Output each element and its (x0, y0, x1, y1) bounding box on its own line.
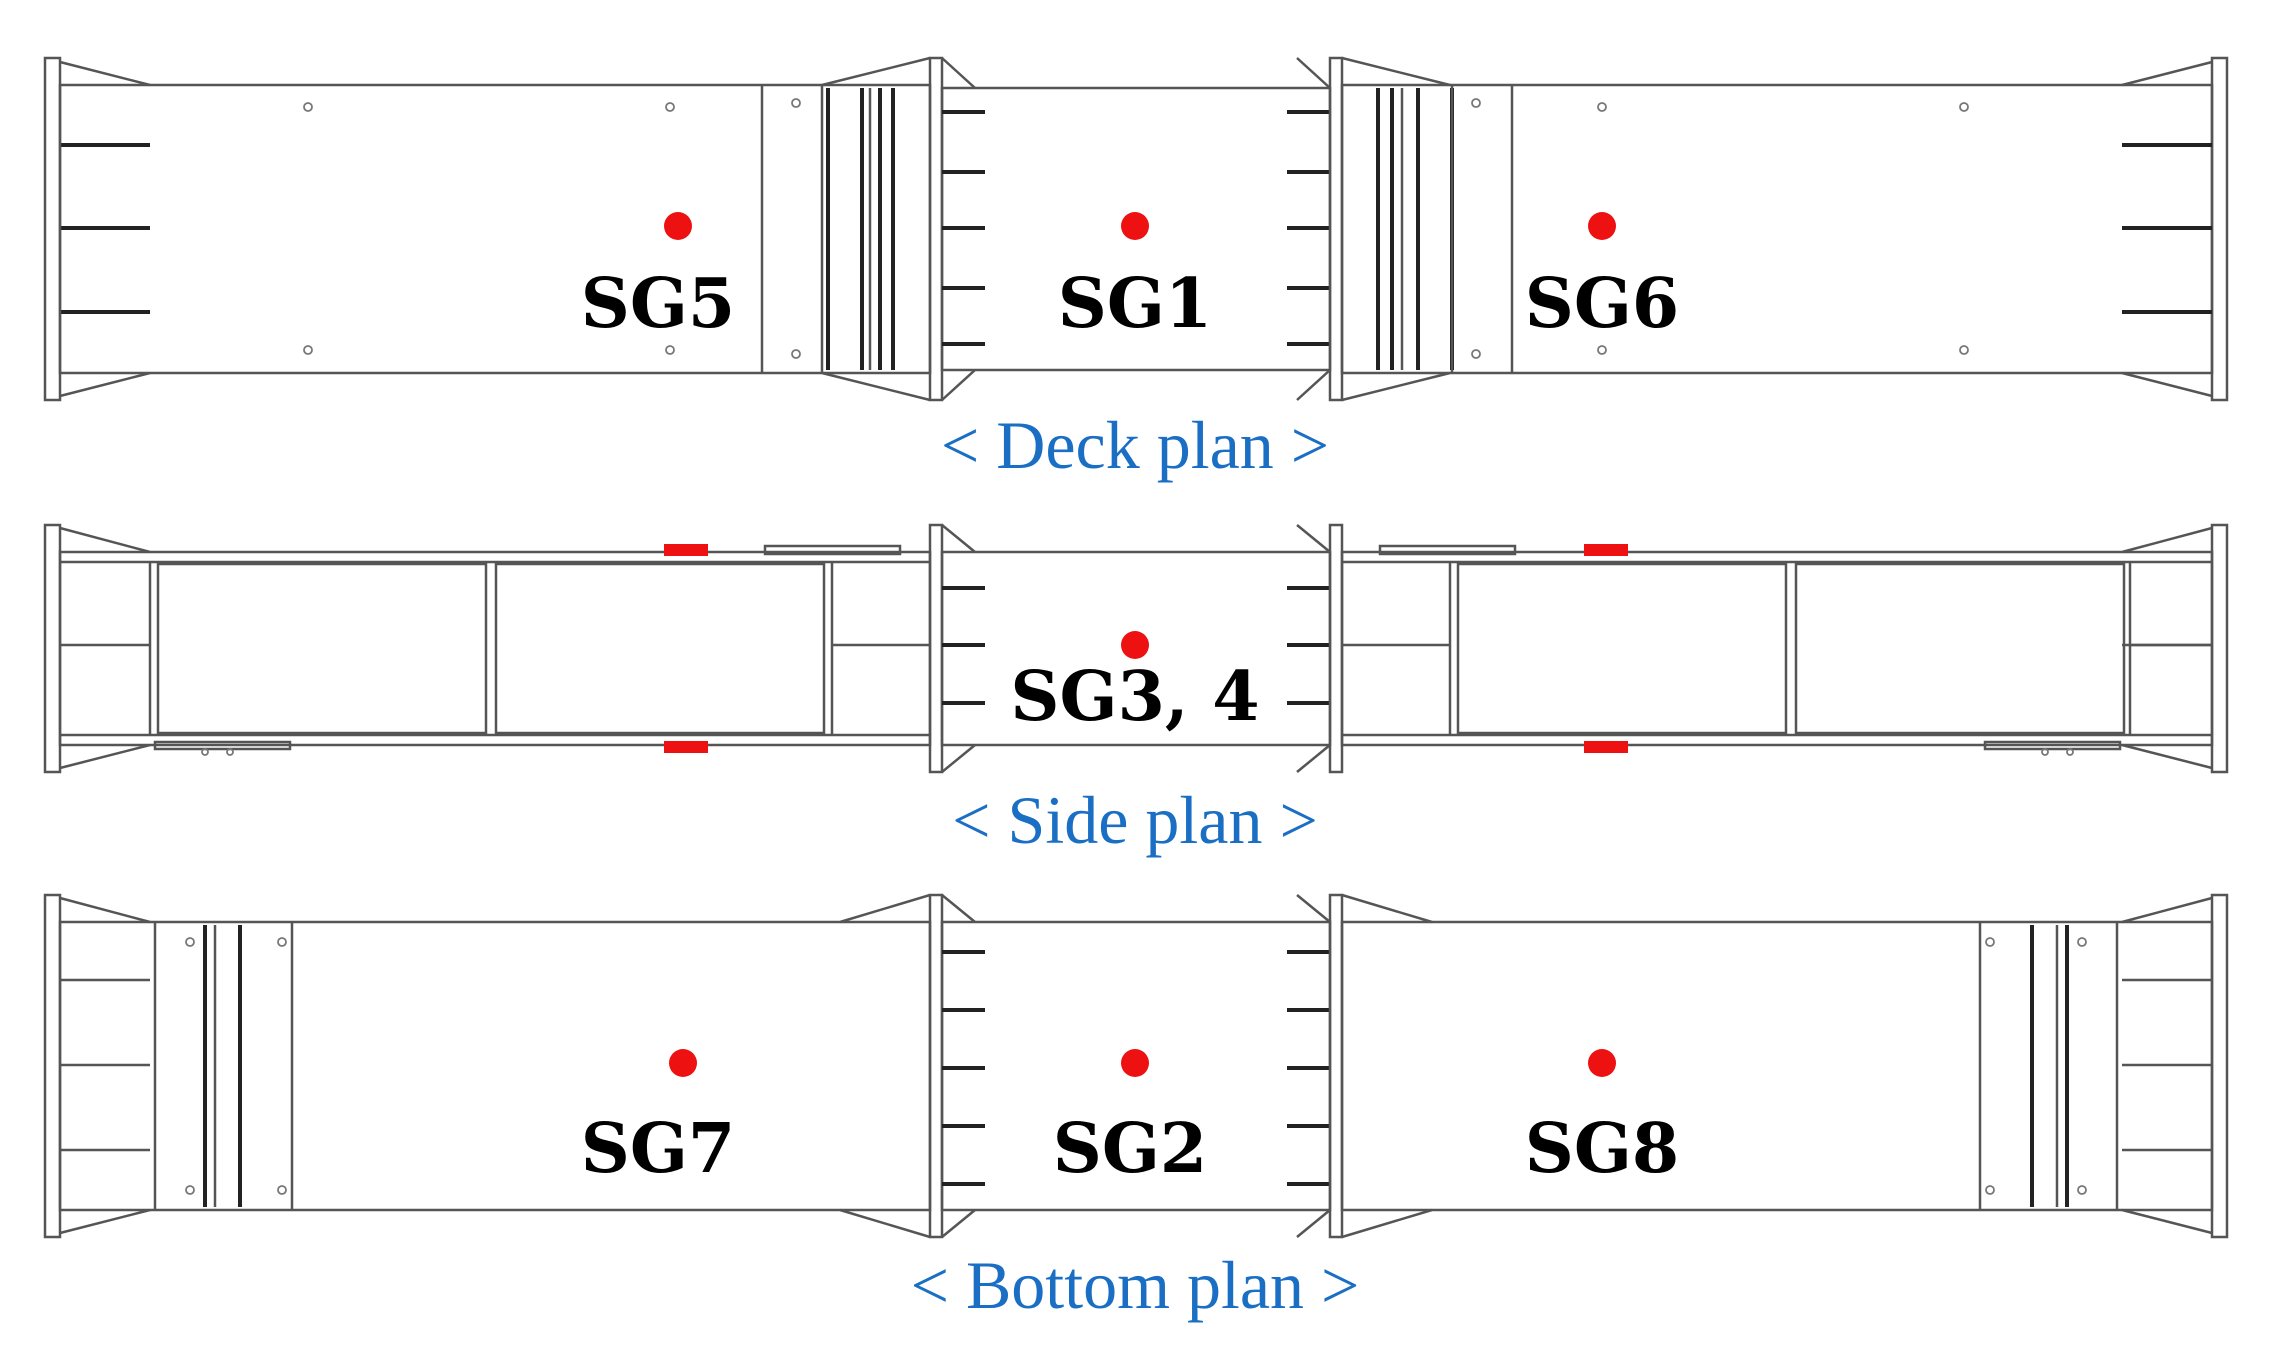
sensor-bar-left-top (664, 544, 708, 556)
gauge-label-sg5: SG5 (581, 264, 736, 344)
gauge-label-sg3-4: SG3, 4 (1010, 657, 1259, 737)
gauge-label-sg1: SG1 (1058, 264, 1213, 344)
caption-side-plan: < Side plan > (952, 782, 1318, 858)
sensor-dot-sg5 (664, 212, 692, 240)
gauge-label-sg8: SG8 (1525, 1109, 1680, 1189)
sensor-dot-sg8 (1588, 1049, 1616, 1077)
left-end-flange (43, 56, 151, 402)
sensor-bar-left-bottom (664, 741, 708, 753)
side-plan-drawing (43, 523, 2229, 774)
sensor-bar-right-top (1584, 544, 1628, 556)
sensor-dot-sg3-4 (1121, 631, 1149, 659)
left-girder-body (58, 83, 932, 375)
gauge-label-sg6: SG6 (1525, 264, 1680, 344)
gauge-label-sg2: SG2 (1053, 1109, 1208, 1189)
right-end-flange (2121, 56, 2229, 402)
sensor-bar-right-bottom (1584, 741, 1628, 753)
center-stiffeners (942, 110, 1330, 346)
caption-bottom-plan: < Bottom plan > (911, 1247, 1360, 1323)
bottom-plan-drawing (43, 893, 2229, 1239)
right-girder-body (1340, 83, 2214, 375)
sensor-dot-sg1 (1121, 212, 1149, 240)
gauge-label-sg7: SG7 (581, 1109, 736, 1189)
caption-deck-plan: < Deck plan > (941, 407, 1329, 483)
sensor-dot-sg7 (669, 1049, 697, 1077)
sensor-dot-sg2 (1121, 1049, 1149, 1077)
deck-plan-drawing (43, 56, 2229, 402)
sensor-dot-sg6 (1588, 212, 1616, 240)
